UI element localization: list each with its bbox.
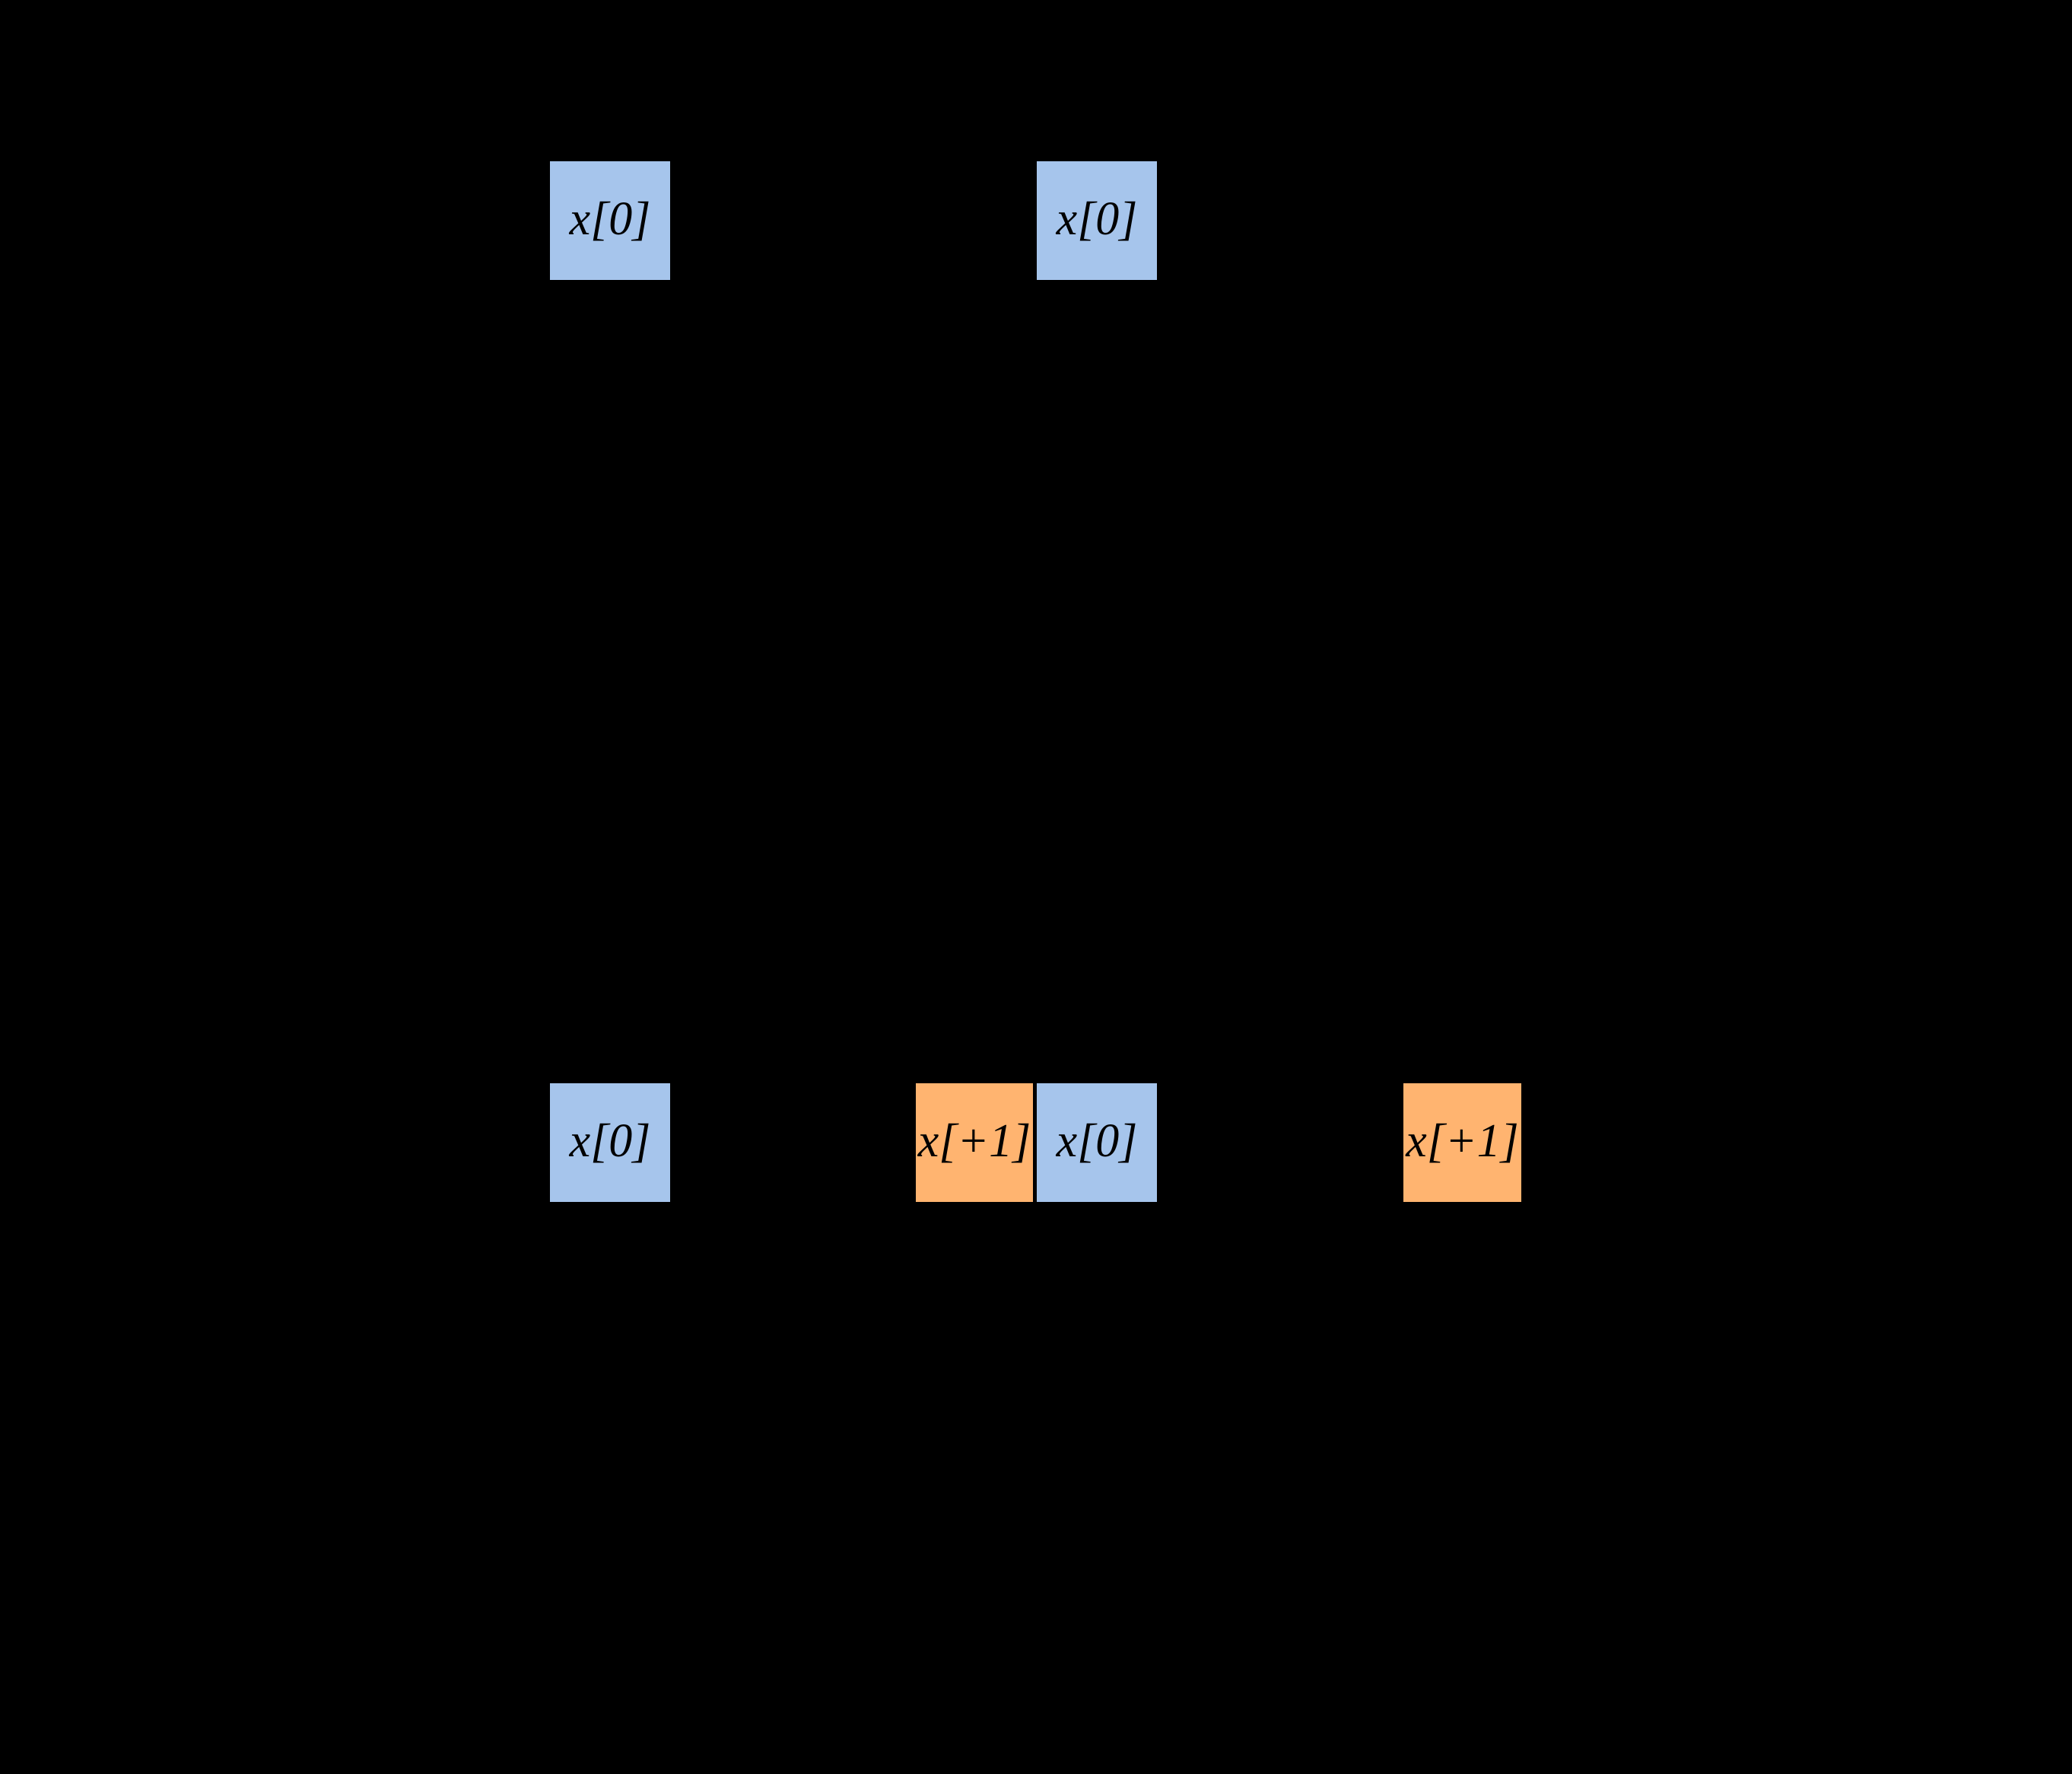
memory-cell-top-cell-1: x[0] xyxy=(550,161,670,280)
memory-cell-label: x[0] xyxy=(1056,1115,1138,1167)
memory-cell-label: x[0] xyxy=(569,1115,651,1167)
memory-cell-bottom-cell-2: x[+1] xyxy=(916,1083,1033,1202)
memory-cell-bottom-cell-4: x[+1] xyxy=(1403,1083,1521,1202)
memory-cell-label: x[+1] xyxy=(917,1115,1031,1167)
memory-cell-bottom-cell-3: x[0] xyxy=(1037,1083,1157,1202)
memory-cell-top-cell-2: x[0] xyxy=(1037,161,1157,280)
memory-cell-bottom-cell-1: x[0] xyxy=(550,1083,670,1202)
memory-cell-label: x[0] xyxy=(1056,193,1138,245)
memory-cell-label: x[+1] xyxy=(1406,1115,1519,1167)
memory-cell-label: x[0] xyxy=(569,193,651,245)
